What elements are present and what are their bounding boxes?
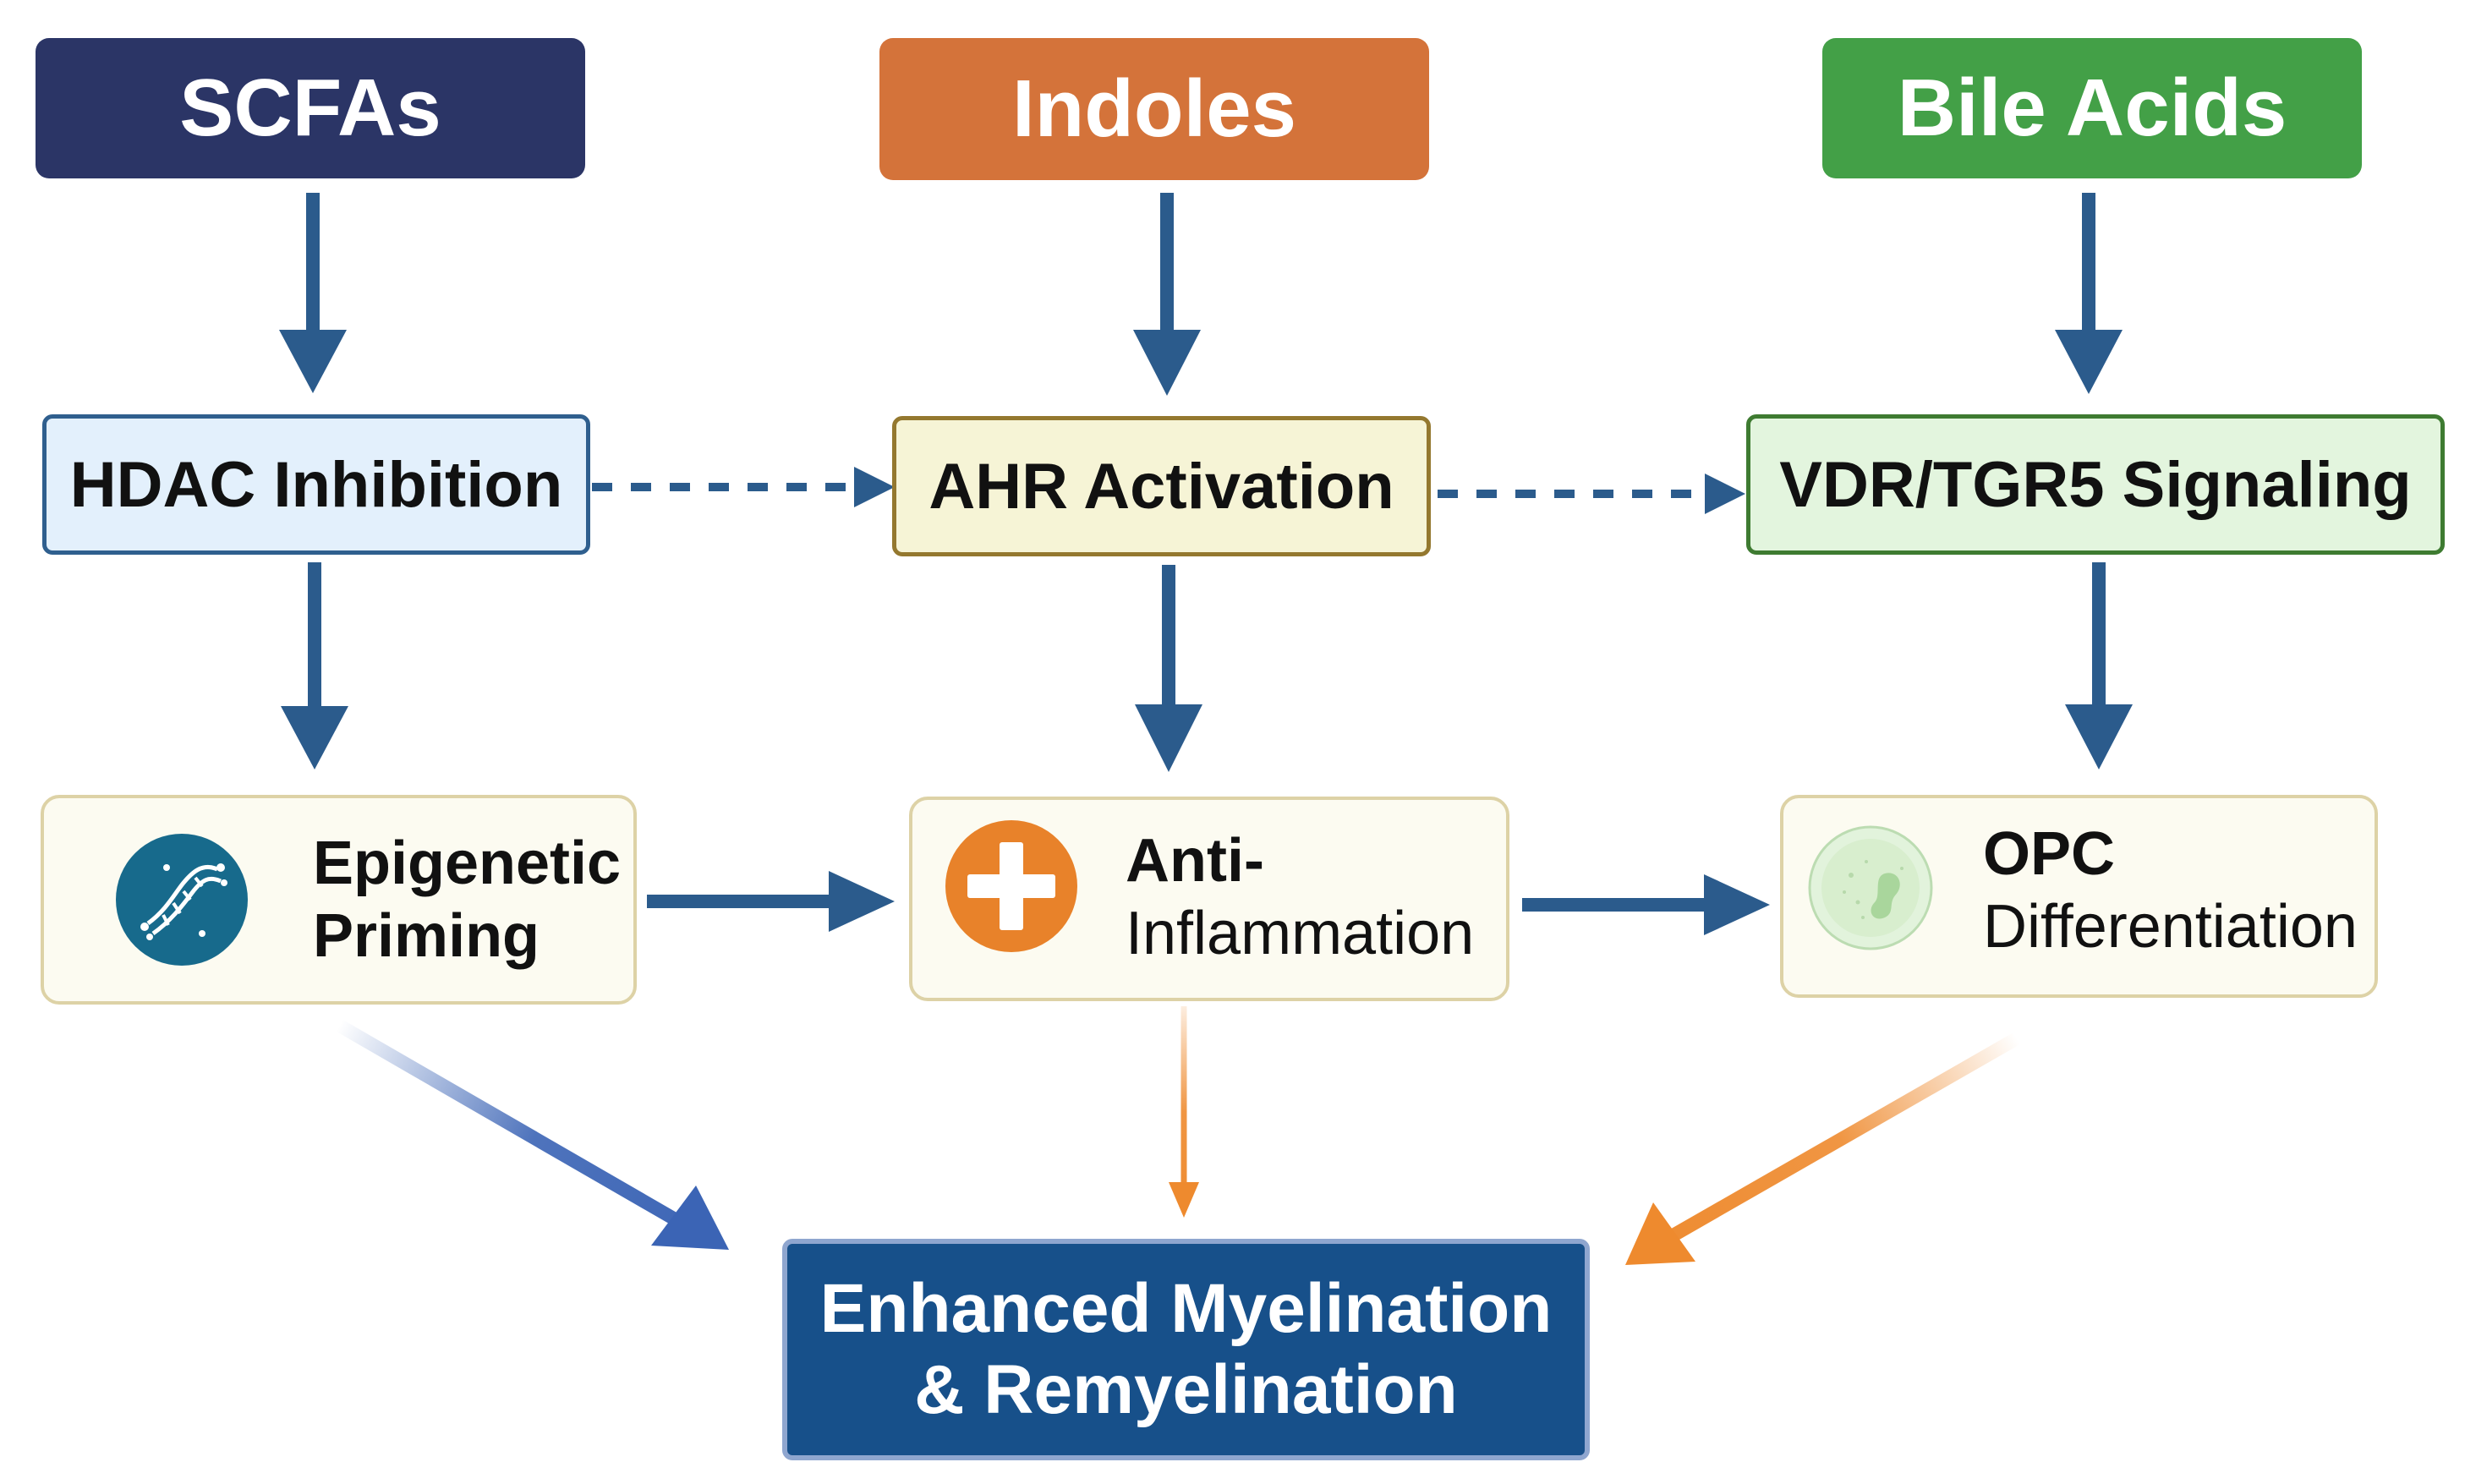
arrow-anti-inflammation-to-myelination xyxy=(1169,1006,1199,1218)
scfas-label: SCFAs xyxy=(179,63,441,153)
epigenetic-priming-text: Epigenetic Priming xyxy=(313,827,621,972)
dna-icon xyxy=(116,834,248,966)
ahr-activation-box: AHR Activation xyxy=(892,416,1431,556)
arrow-bile-acids-to-vdr xyxy=(2055,193,2123,394)
anti-inflammation-box: Anti- Inflammation xyxy=(909,797,1509,1001)
arrow-hdac-to-epigenetic xyxy=(281,562,348,769)
opc-differentiation-text: OPC Differentiation xyxy=(1983,818,2358,963)
vdr-tgr5-signaling-label: VDR/TGR5 Signaling xyxy=(1779,448,2412,521)
enhanced-myelination-box: Enhanced Myelination & Remyelination xyxy=(782,1239,1590,1460)
arrow-vdr-to-opc xyxy=(2065,562,2133,769)
opc-differentiation-box: OPC Differentiation xyxy=(1780,795,2378,998)
bile-acids-label: Bile Acids xyxy=(1897,63,2287,153)
indoles-label: Indoles xyxy=(1011,63,1297,154)
cell-icon xyxy=(1808,825,1933,950)
hdac-inhibition-label: HDAC Inhibition xyxy=(69,448,563,521)
anti-inflammation-line1: Anti- xyxy=(1126,826,1264,895)
scfas-box: SCFAs xyxy=(36,38,585,178)
opc-line2: Differentiation xyxy=(1983,892,2358,961)
arrow-anti-inflammation-to-opc xyxy=(1522,874,1770,935)
arrow-scfas-to-hdac xyxy=(279,193,347,393)
arrow-epigenetic-to-anti-inflammation xyxy=(647,871,895,932)
vdr-tgr5-signaling-box: VDR/TGR5 Signaling xyxy=(1746,414,2445,555)
opc-line1: OPC xyxy=(1983,819,2116,888)
anti-inflammation-text: Anti- Inflammation xyxy=(1126,824,1474,970)
dashed-arrow-hdac-to-ahr xyxy=(592,467,895,507)
ahr-activation-label: AHR Activation xyxy=(928,450,1394,523)
arrow-indoles-to-ahr xyxy=(1133,193,1201,396)
final-line2: & Remyelination xyxy=(914,1351,1458,1428)
dashed-arrow-ahr-to-vdr xyxy=(1438,474,1745,514)
final-line1: Enhanced Myelination xyxy=(819,1270,1553,1347)
plus-cross-icon xyxy=(945,820,1077,952)
anti-inflammation-line2: Inflammation xyxy=(1126,899,1475,967)
arrow-ahr-to-anti-inflammation xyxy=(1135,565,1202,772)
arrow-opc-to-myelination xyxy=(1625,1032,2020,1265)
indoles-box: Indoles xyxy=(879,38,1429,180)
arrow-epigenetic-to-myelination xyxy=(334,1019,729,1250)
epigenetic-line2: Priming xyxy=(313,902,540,970)
epigenetic-line1: Epigenetic xyxy=(313,830,622,897)
hdac-inhibition-box: HDAC Inhibition xyxy=(42,414,590,555)
bile-acids-box: Bile Acids xyxy=(1822,38,2362,178)
epigenetic-priming-box: Epigenetic Priming xyxy=(41,795,637,1005)
